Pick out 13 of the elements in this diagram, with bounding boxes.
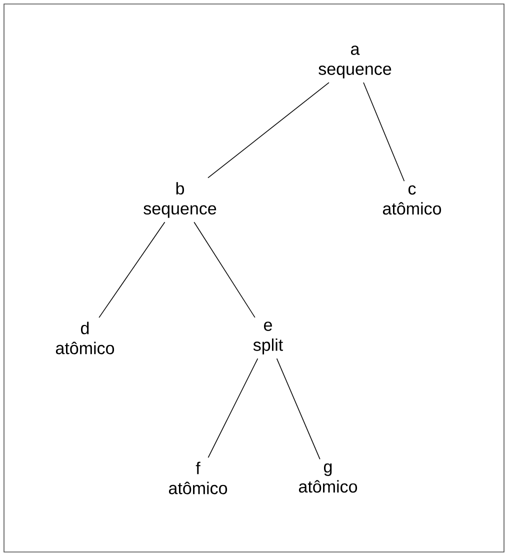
- tree-node-label: c atômico: [382, 185, 442, 215]
- tree-edge: [363, 82, 405, 182]
- tree-node-label: g atômico: [298, 463, 358, 493]
- tree-edge: [276, 358, 320, 460]
- tree-edge: [98, 222, 166, 318]
- tree-node-label: b sequence: [144, 182, 216, 218]
- tree-edge: [208, 358, 258, 458]
- tree-node-label: a sequence: [318, 46, 392, 78]
- tree-node-label: f atômico: [168, 462, 228, 494]
- tree-node-label: e split: [253, 322, 283, 354]
- tree-edge: [208, 82, 330, 178]
- tree-node-label: d atômico: [56, 322, 114, 354]
- tree-edge: [194, 222, 256, 318]
